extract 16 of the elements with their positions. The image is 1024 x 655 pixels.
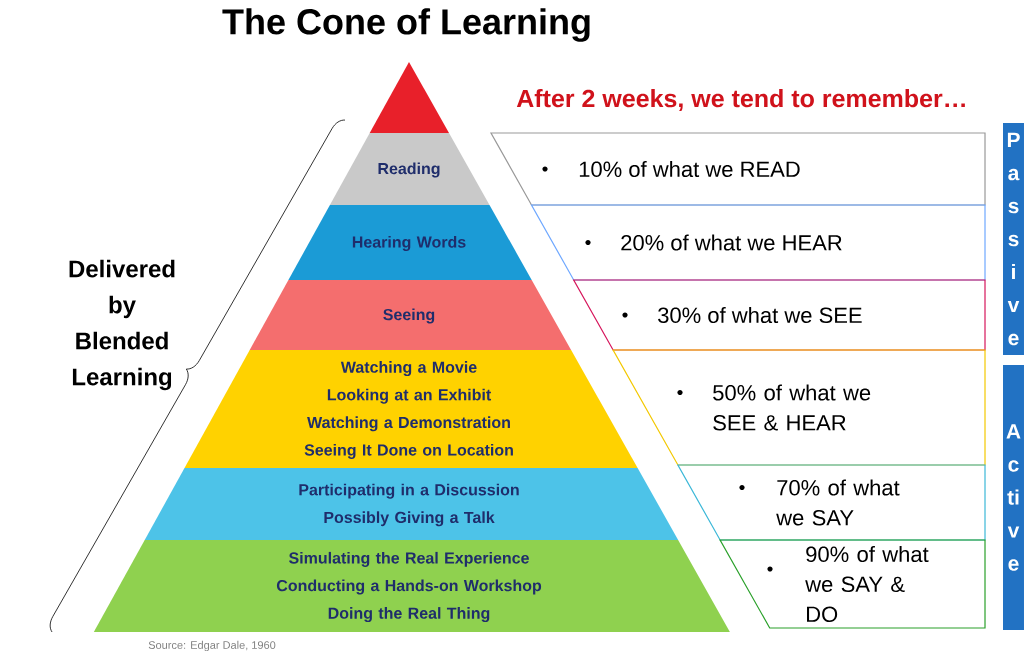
pyramid-level: Watching a Movie Looking at an Exhibit Watching a Demonstration Seeing It Done on Location	[184, 350, 638, 468]
result-box: 90% of what we SAY & DO	[719, 539, 986, 629]
pyramid-level: Seeing	[249, 280, 572, 350]
pyramid-level: Simulating the Real Experience Conducting a Hands-on Workshop Doing the Real Thing	[93, 540, 730, 632]
pyramid-tip	[369, 62, 449, 133]
side-band: Passive	[1003, 123, 1024, 355]
result-box: 10% of what we READ	[490, 132, 986, 206]
subtitle: After 2 weeks, we tend to remember…	[516, 89, 965, 111]
title: The Cone of Learning	[222, 8, 590, 42]
side-note: Delivered by Blended Learning	[69, 259, 175, 391]
pyramid-level: Reading	[329, 133, 490, 205]
side-band: Active	[1003, 365, 1024, 630]
result-box: 20% of what we HEAR	[530, 204, 986, 281]
pyramid-level: Participating in a Discussion Possibly Giving a Talk	[144, 468, 679, 540]
result-box: 50% of what we SEE & HEAR	[612, 349, 986, 466]
pyramid-level: Hearing Words	[288, 205, 532, 280]
